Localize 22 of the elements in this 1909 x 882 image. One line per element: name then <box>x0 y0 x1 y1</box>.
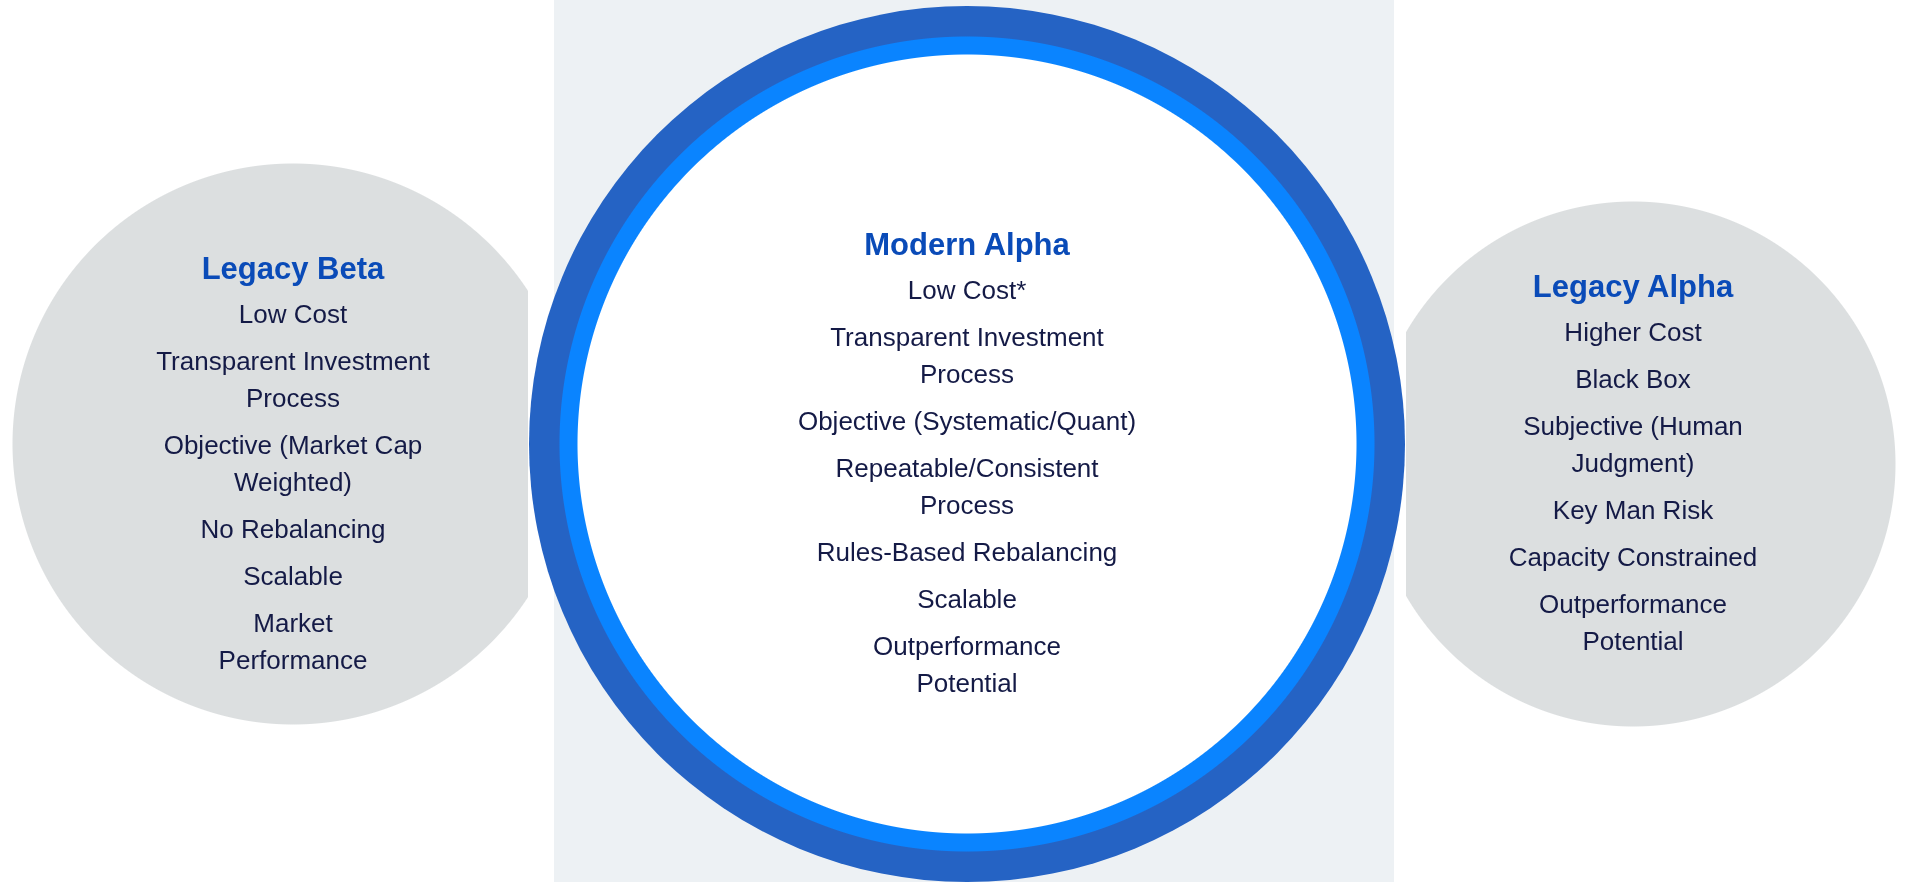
list-item: Key Man Risk <box>1552 494 1714 527</box>
list-item: Repeatable/Consistent Process <box>834 452 1100 522</box>
list-item: Scalable <box>243 559 343 593</box>
list-item: Black Box <box>1575 363 1691 396</box>
list-item: Market Performance <box>217 606 369 677</box>
list-item: Low Cost <box>238 297 348 331</box>
list-item: Transparent Investment Process <box>155 344 431 415</box>
list-item: Higher Cost <box>1564 316 1702 349</box>
list-item: Scalable <box>917 583 1017 616</box>
list-item: Transparent Investment Process <box>829 321 1105 391</box>
list-item: Objective (Systematic/Quant) <box>797 405 1137 438</box>
list-item: No Rebalancing <box>200 512 386 546</box>
list-item: Objective (Market Cap Weighted) <box>162 428 424 499</box>
list-item: Outperformance Potential <box>1538 588 1728 658</box>
list-item: Subjective (Human Judgment) <box>1522 410 1744 480</box>
circle-heading: Modern Alpha <box>864 226 1070 263</box>
list-item: Capacity Constrained <box>1508 541 1758 574</box>
circle-heading: Legacy Beta <box>201 249 385 287</box>
list-item: Rules-Based Rebalancing <box>816 536 1118 569</box>
list-item: Outperformance Potential <box>872 630 1062 700</box>
list-item: Low Cost* <box>907 274 1027 307</box>
circle-heading: Legacy Alpha <box>1532 268 1734 305</box>
